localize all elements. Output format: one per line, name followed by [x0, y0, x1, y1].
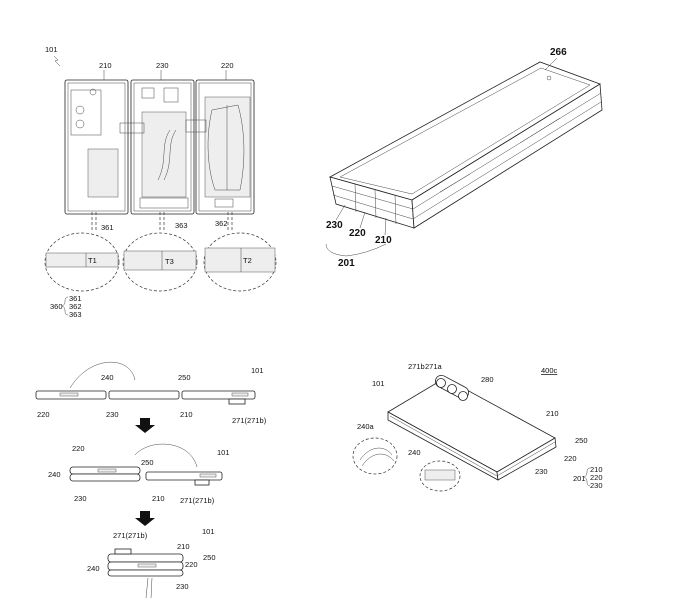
step2-label-210: 210 — [152, 494, 165, 503]
detail-circle-t1 — [44, 232, 120, 292]
fold-arrow-2 — [134, 443, 198, 468]
step2-label-240: 240 — [48, 470, 61, 479]
fold-arrow-1 — [69, 361, 136, 389]
label-group-360: 360 — [50, 302, 63, 311]
step1-label-210: 210 — [180, 410, 193, 419]
label-group-201: 201 — [338, 258, 355, 269]
down-arrow-icon — [135, 418, 155, 433]
step3-label-220: 220 — [185, 560, 198, 569]
label-240: 240 — [408, 448, 421, 457]
label-cover-280: 280 — [481, 375, 494, 384]
step1-label-101: 101 — [251, 366, 264, 375]
label-adhesive-362: 362 — [215, 219, 228, 228]
label-cam-271b: 271b — [408, 362, 425, 371]
step2-label-101: 101 — [217, 448, 230, 457]
step2-label-230: 230 — [74, 494, 87, 503]
label-group-item-361: 361 — [69, 294, 82, 303]
label-group-item-362: 362 — [69, 302, 82, 311]
label-panel-220: 220 — [221, 61, 234, 70]
camera-lens-271b — [436, 378, 446, 388]
figure-folded-perspective: 266 230 220 210 201 — [325, 47, 603, 269]
label-cam-271a: 271a — [425, 362, 443, 371]
label-group-item-210: 210 — [590, 465, 603, 474]
step3-label-250: 250 — [203, 553, 216, 562]
label-group-item-363: 363 — [69, 310, 82, 319]
label-adhesive-361: 361 — [101, 223, 114, 232]
step3-label-101: 101 — [202, 527, 215, 536]
step1-label-250: 250 — [178, 373, 191, 382]
label-panel-230: 230 — [156, 61, 169, 70]
label-thickness-t2: T2 — [243, 256, 252, 265]
down-arrow-icon — [135, 511, 155, 526]
label-adhesive-363: 363 — [175, 221, 188, 230]
label-group-item-230: 230 — [590, 481, 603, 490]
camera-lens — [458, 391, 468, 401]
label-group-item-220: 220 — [590, 473, 603, 482]
step3-panel-210 — [107, 553, 184, 563]
figure-internal-layout: 101 210 230 220 361 363 362 — [44, 45, 277, 319]
step3-label-240: 240 — [87, 564, 100, 573]
label-part-220: 220 — [349, 228, 366, 239]
detail-circle-240a — [352, 437, 398, 475]
step2-label-250: 250 — [141, 458, 154, 467]
camera-lens-271a — [447, 384, 457, 394]
step1-label-230: 230 — [106, 410, 119, 419]
label-thickness-t1: T1 — [88, 256, 97, 265]
label-ref-101: 101 — [45, 45, 58, 54]
rear-short-side — [496, 437, 557, 481]
label-ref-101: 101 — [372, 379, 385, 388]
step2-panel-230 — [69, 473, 141, 482]
battery-220 — [204, 96, 251, 198]
step2-label-220: 220 — [72, 444, 85, 453]
label-part-230: 230 — [326, 220, 343, 231]
label-group-201: 201 — [573, 474, 586, 483]
label-250: 250 — [575, 436, 588, 445]
step1-panel-230 — [108, 390, 180, 400]
label-240a: 240a — [357, 422, 375, 431]
camera-module — [70, 89, 102, 136]
camera-bump — [228, 398, 246, 405]
battery-210 — [87, 148, 119, 198]
label-210: 210 — [546, 409, 559, 418]
label-part-210: 210 — [375, 235, 392, 246]
step3-label-230: 230 — [176, 582, 189, 591]
figure-folding-sequence: 240 250 101 220 230 210 271(271b) 220 24… — [35, 361, 267, 599]
step2-label-271: 271(271b) — [180, 496, 215, 505]
label-panel-210: 210 — [99, 61, 112, 70]
label-fig-400c: 400c — [541, 366, 558, 375]
step3-panel-230 — [107, 569, 184, 577]
step3-label-210: 210 — [177, 542, 190, 551]
detail-circle-240 — [419, 460, 461, 492]
detail-circle-t3 — [122, 232, 198, 292]
step1-label-220: 220 — [37, 410, 50, 419]
figure-rear-perspective: 271b 271a 280 400c 101 210 240a 250 240 … — [352, 362, 603, 492]
step1-label-240: 240 — [101, 373, 114, 382]
label-thickness-t3: T3 — [165, 257, 174, 266]
detail-circle-t2 — [203, 232, 277, 292]
step1-label-271: 271(271b) — [232, 416, 267, 425]
ref-arrow — [53, 55, 61, 67]
label-230: 230 — [535, 467, 548, 476]
label-display-266: 266 — [550, 47, 567, 58]
label-220: 220 — [564, 454, 577, 463]
step3-label-271: 271(271b) — [113, 531, 148, 540]
